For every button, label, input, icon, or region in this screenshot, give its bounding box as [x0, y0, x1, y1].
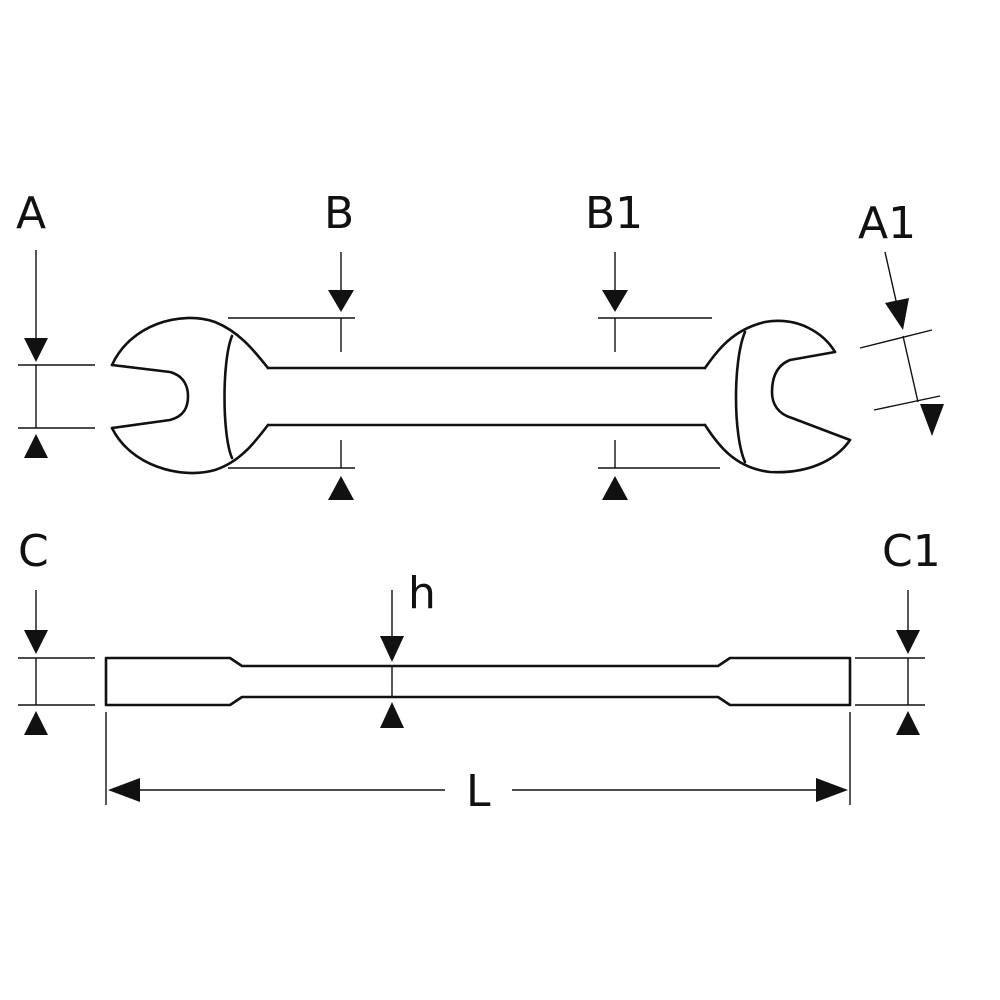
- label-A1: A1: [858, 198, 916, 249]
- label-L: L: [466, 766, 491, 817]
- right-head-inner-arc: [734, 330, 747, 464]
- label-A: A: [16, 188, 46, 239]
- wrench-side-view: [104, 656, 852, 707]
- label-B: B: [324, 188, 354, 239]
- label-h: h: [408, 568, 436, 619]
- right-head-outline: [703, 319, 852, 474]
- label-C: C: [18, 526, 49, 577]
- left-jaw-opening: [110, 363, 190, 430]
- dimension-h: h: [380, 568, 436, 728]
- dimension-A: A: [16, 188, 95, 458]
- left-head-inner-arc: [223, 334, 234, 460]
- label-C1: C1: [882, 526, 941, 577]
- right-jaw-opening: [770, 350, 852, 442]
- dimension-B1: B1: [585, 188, 720, 500]
- dimension-C: C: [18, 526, 95, 735]
- side-profile-outline: [104, 656, 852, 707]
- label-B1: B1: [585, 188, 643, 239]
- dimension-B: B: [228, 188, 355, 500]
- wrench-top-view: [110, 316, 852, 475]
- dimension-C1: C1: [855, 526, 941, 735]
- dimension-A1: A1: [858, 198, 944, 436]
- left-head-outline: [110, 316, 270, 475]
- dimension-L: L: [105, 712, 851, 817]
